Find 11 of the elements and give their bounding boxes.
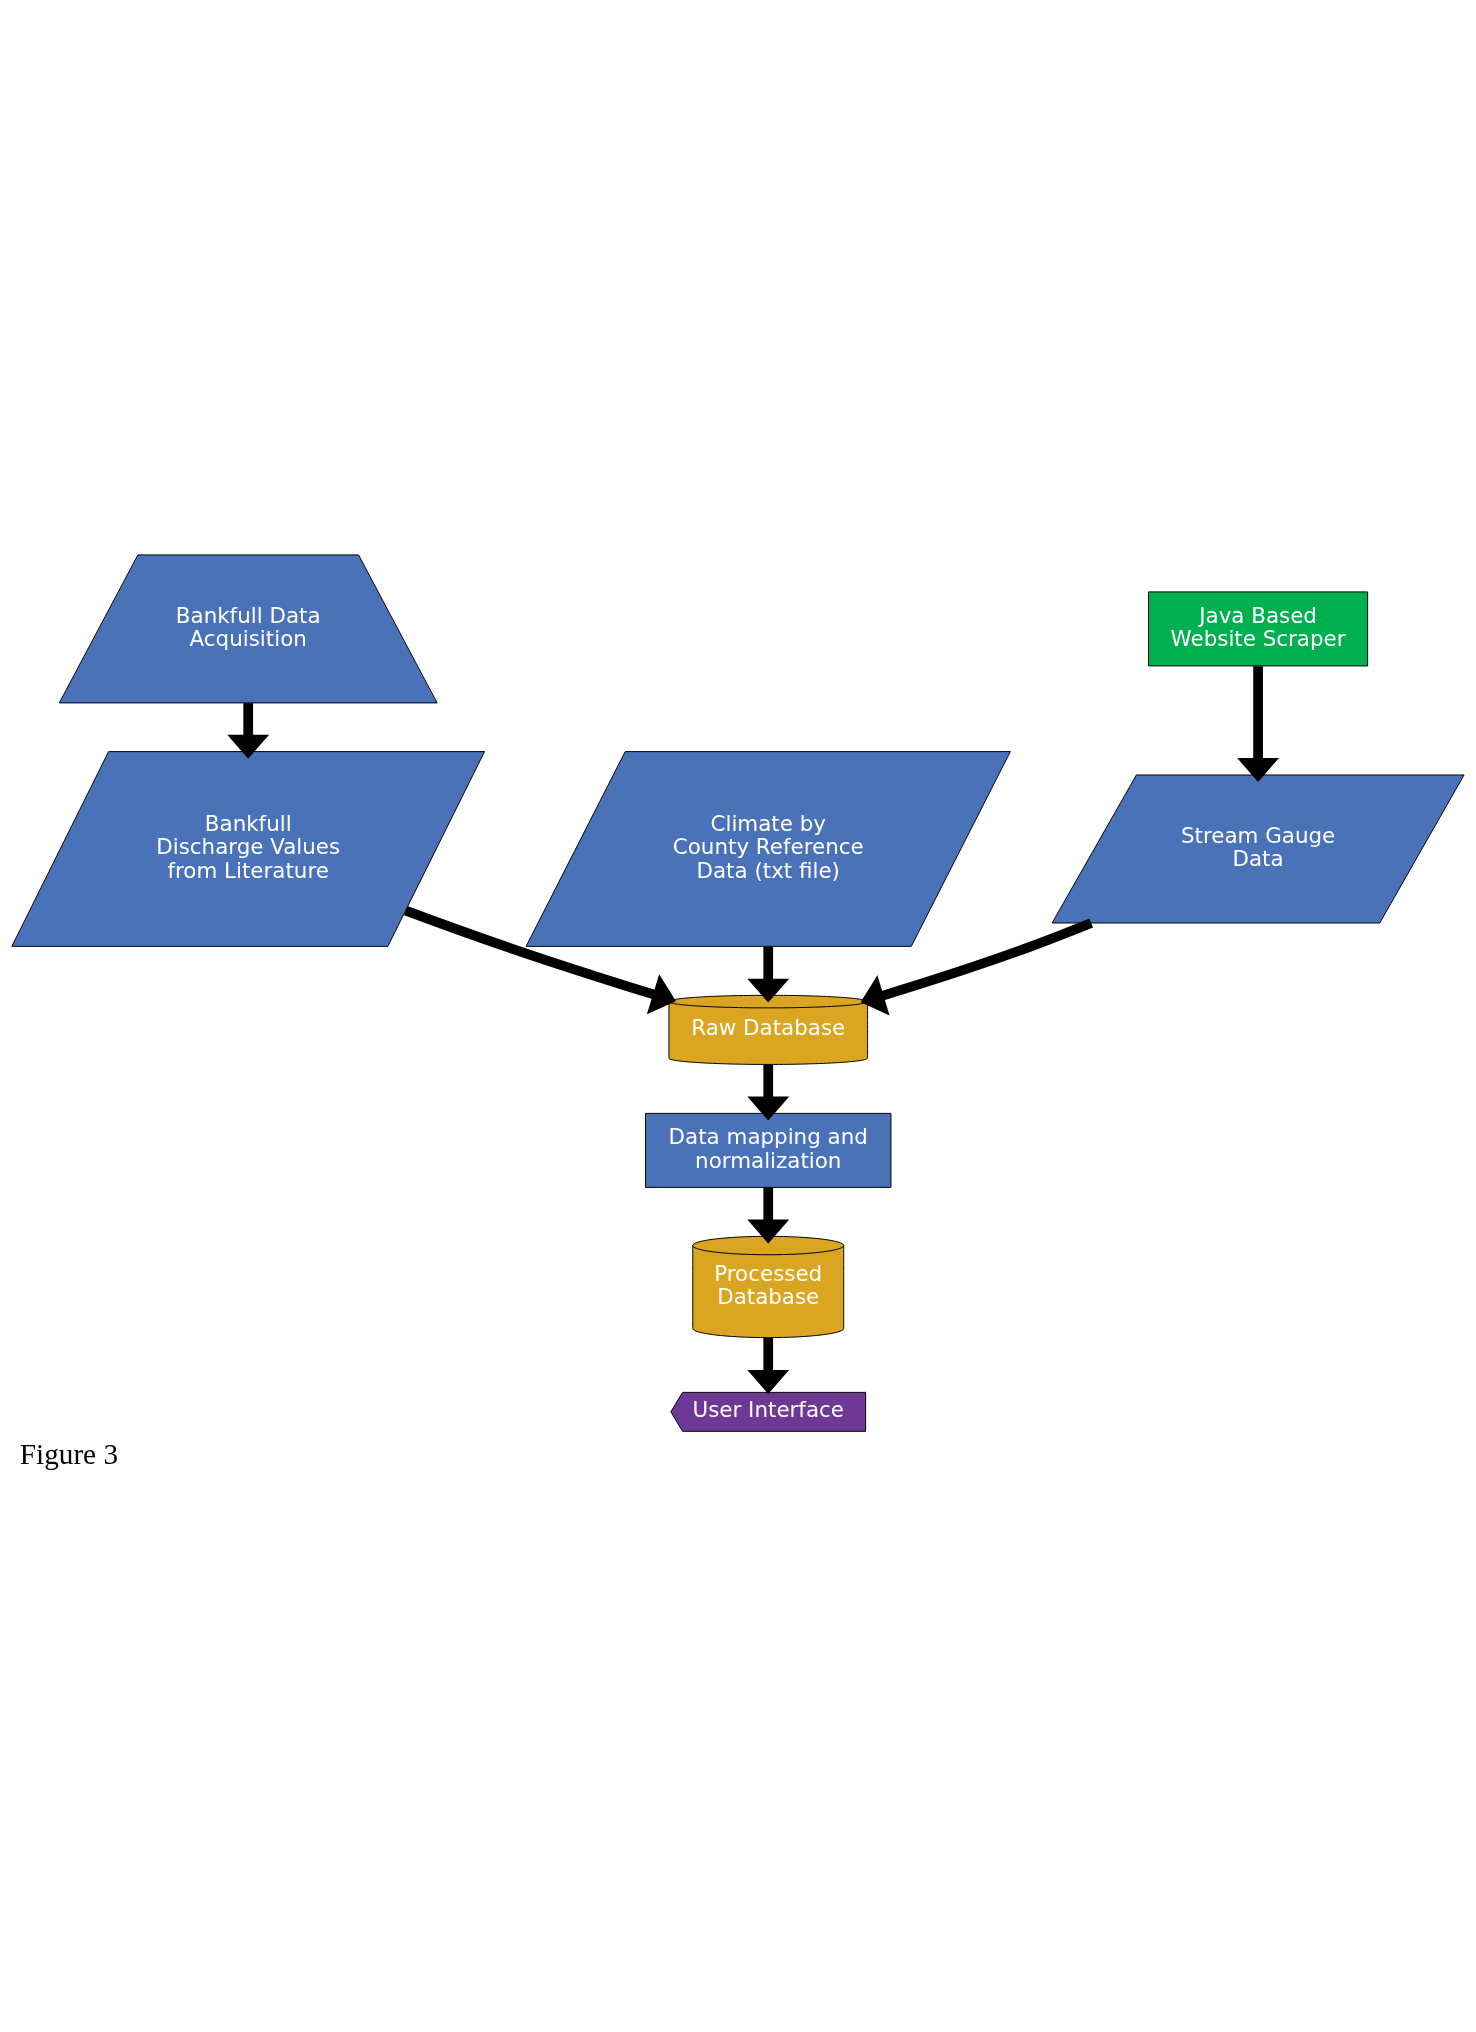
arrow	[860, 918, 1094, 1016]
node-box: Java Based Website Scraper	[1148, 591, 1369, 667]
caption: Figure 3	[19, 1438, 119, 1471]
arrow	[1237, 666, 1279, 782]
arrow	[227, 703, 270, 759]
arrow	[404, 906, 676, 1015]
arrow	[747, 946, 790, 1003]
arrow	[747, 1187, 790, 1244]
arrow	[747, 1064, 790, 1121]
arrow	[747, 1337, 790, 1394]
node-box: Data mapping and normalization	[645, 1112, 892, 1188]
